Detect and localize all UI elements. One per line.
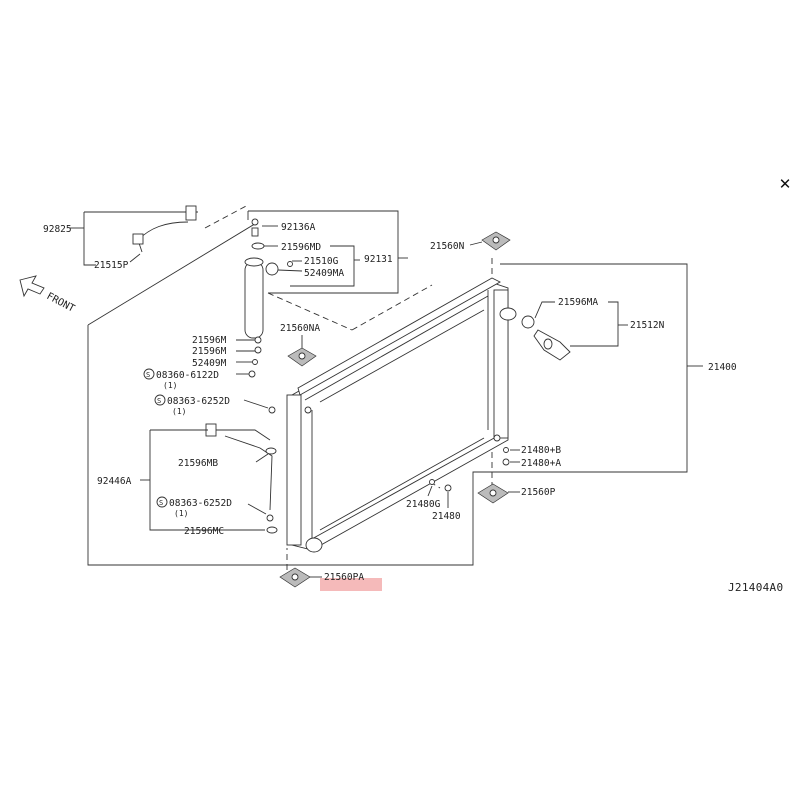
label-21480[interactable]: 21480 [432, 511, 461, 522]
label-21560PA[interactable]: 21560PA [324, 572, 364, 583]
gasket-21480G[interactable] [429, 479, 435, 485]
svg-text:FRONT: FRONT [45, 291, 77, 315]
oil-cooler-pipe-92446A[interactable] [205, 406, 278, 534]
label-92131[interactable]: 92131 [364, 254, 393, 265]
radiator-core[interactable] [286, 277, 517, 553]
label-21480G[interactable]: 21480G [406, 499, 441, 510]
label-52409MA[interactable]: 52409MA [304, 268, 344, 279]
label-21596M-1[interactable]: 21596M [192, 335, 227, 346]
label-21596MC[interactable]: 21596MC [184, 526, 224, 537]
clamp-21596M[interactable] [254, 336, 262, 344]
label-21596MB[interactable]: 21596MB [178, 458, 218, 469]
label-92825[interactable]: 92825 [43, 224, 72, 235]
water-outlet-21512N[interactable] [521, 315, 571, 361]
svg-text:S: S [157, 397, 161, 405]
label-08360-6122D[interactable]: 08360-6122D [156, 370, 219, 381]
label-21596M-2[interactable]: 21596M [192, 346, 227, 357]
bolt-21480[interactable] [444, 484, 452, 492]
mount-21560N[interactable] [481, 231, 511, 251]
label-92136A[interactable]: 92136A [281, 222, 316, 233]
close-button[interactable]: ✕ [778, 175, 792, 193]
label-21596MA[interactable]: 21596MA [558, 297, 598, 308]
label-08363-6252D-a[interactable]: 08363-6252D [167, 396, 230, 407]
svg-text:S: S [146, 371, 150, 379]
drain-plug-21480A[interactable] [502, 458, 510, 466]
label-21560N[interactable]: 21560N [430, 241, 465, 252]
mount-21560NA[interactable] [287, 347, 317, 367]
label-21400[interactable]: 21400 [708, 362, 737, 373]
svg-text:(1): (1) [172, 407, 186, 416]
diagram-reference-code: J21404A0 [728, 581, 784, 594]
selected-part-highlight [320, 578, 382, 591]
label-21480B[interactable]: 21480+B [521, 445, 561, 456]
label-21560NA[interactable]: 21560NA [280, 323, 320, 334]
label-21510G[interactable]: 21510G [304, 256, 339, 267]
label-21480A[interactable]: 21480+A [521, 458, 561, 469]
svg-text:(1): (1) [163, 381, 177, 390]
svg-text:S: S [159, 499, 163, 507]
front-direction-arrow: FRONT [19, 275, 77, 315]
hose-21515P[interactable] [132, 205, 197, 253]
hose-group-outline [248, 210, 399, 294]
svg-text:(1): (1) [174, 509, 188, 518]
label-21515P[interactable]: 21515P [94, 260, 129, 271]
reservoir-tank[interactable] [244, 218, 293, 339]
label-21560P[interactable]: 21560P [521, 487, 556, 498]
label-52409M[interactable]: 52409M [192, 358, 227, 369]
drain-plug-21480B[interactable] [503, 447, 509, 453]
label-21596MD[interactable]: 21596MD [281, 242, 321, 253]
mount-21560PA[interactable] [279, 567, 311, 588]
assembly-outline [87, 263, 688, 566]
label-92446A[interactable]: 92446A [97, 476, 132, 487]
label-21512N[interactable]: 21512N [630, 320, 665, 331]
mount-21560P[interactable] [477, 483, 509, 504]
label-08363-6252D-b[interactable]: 08363-6252D [169, 498, 232, 509]
